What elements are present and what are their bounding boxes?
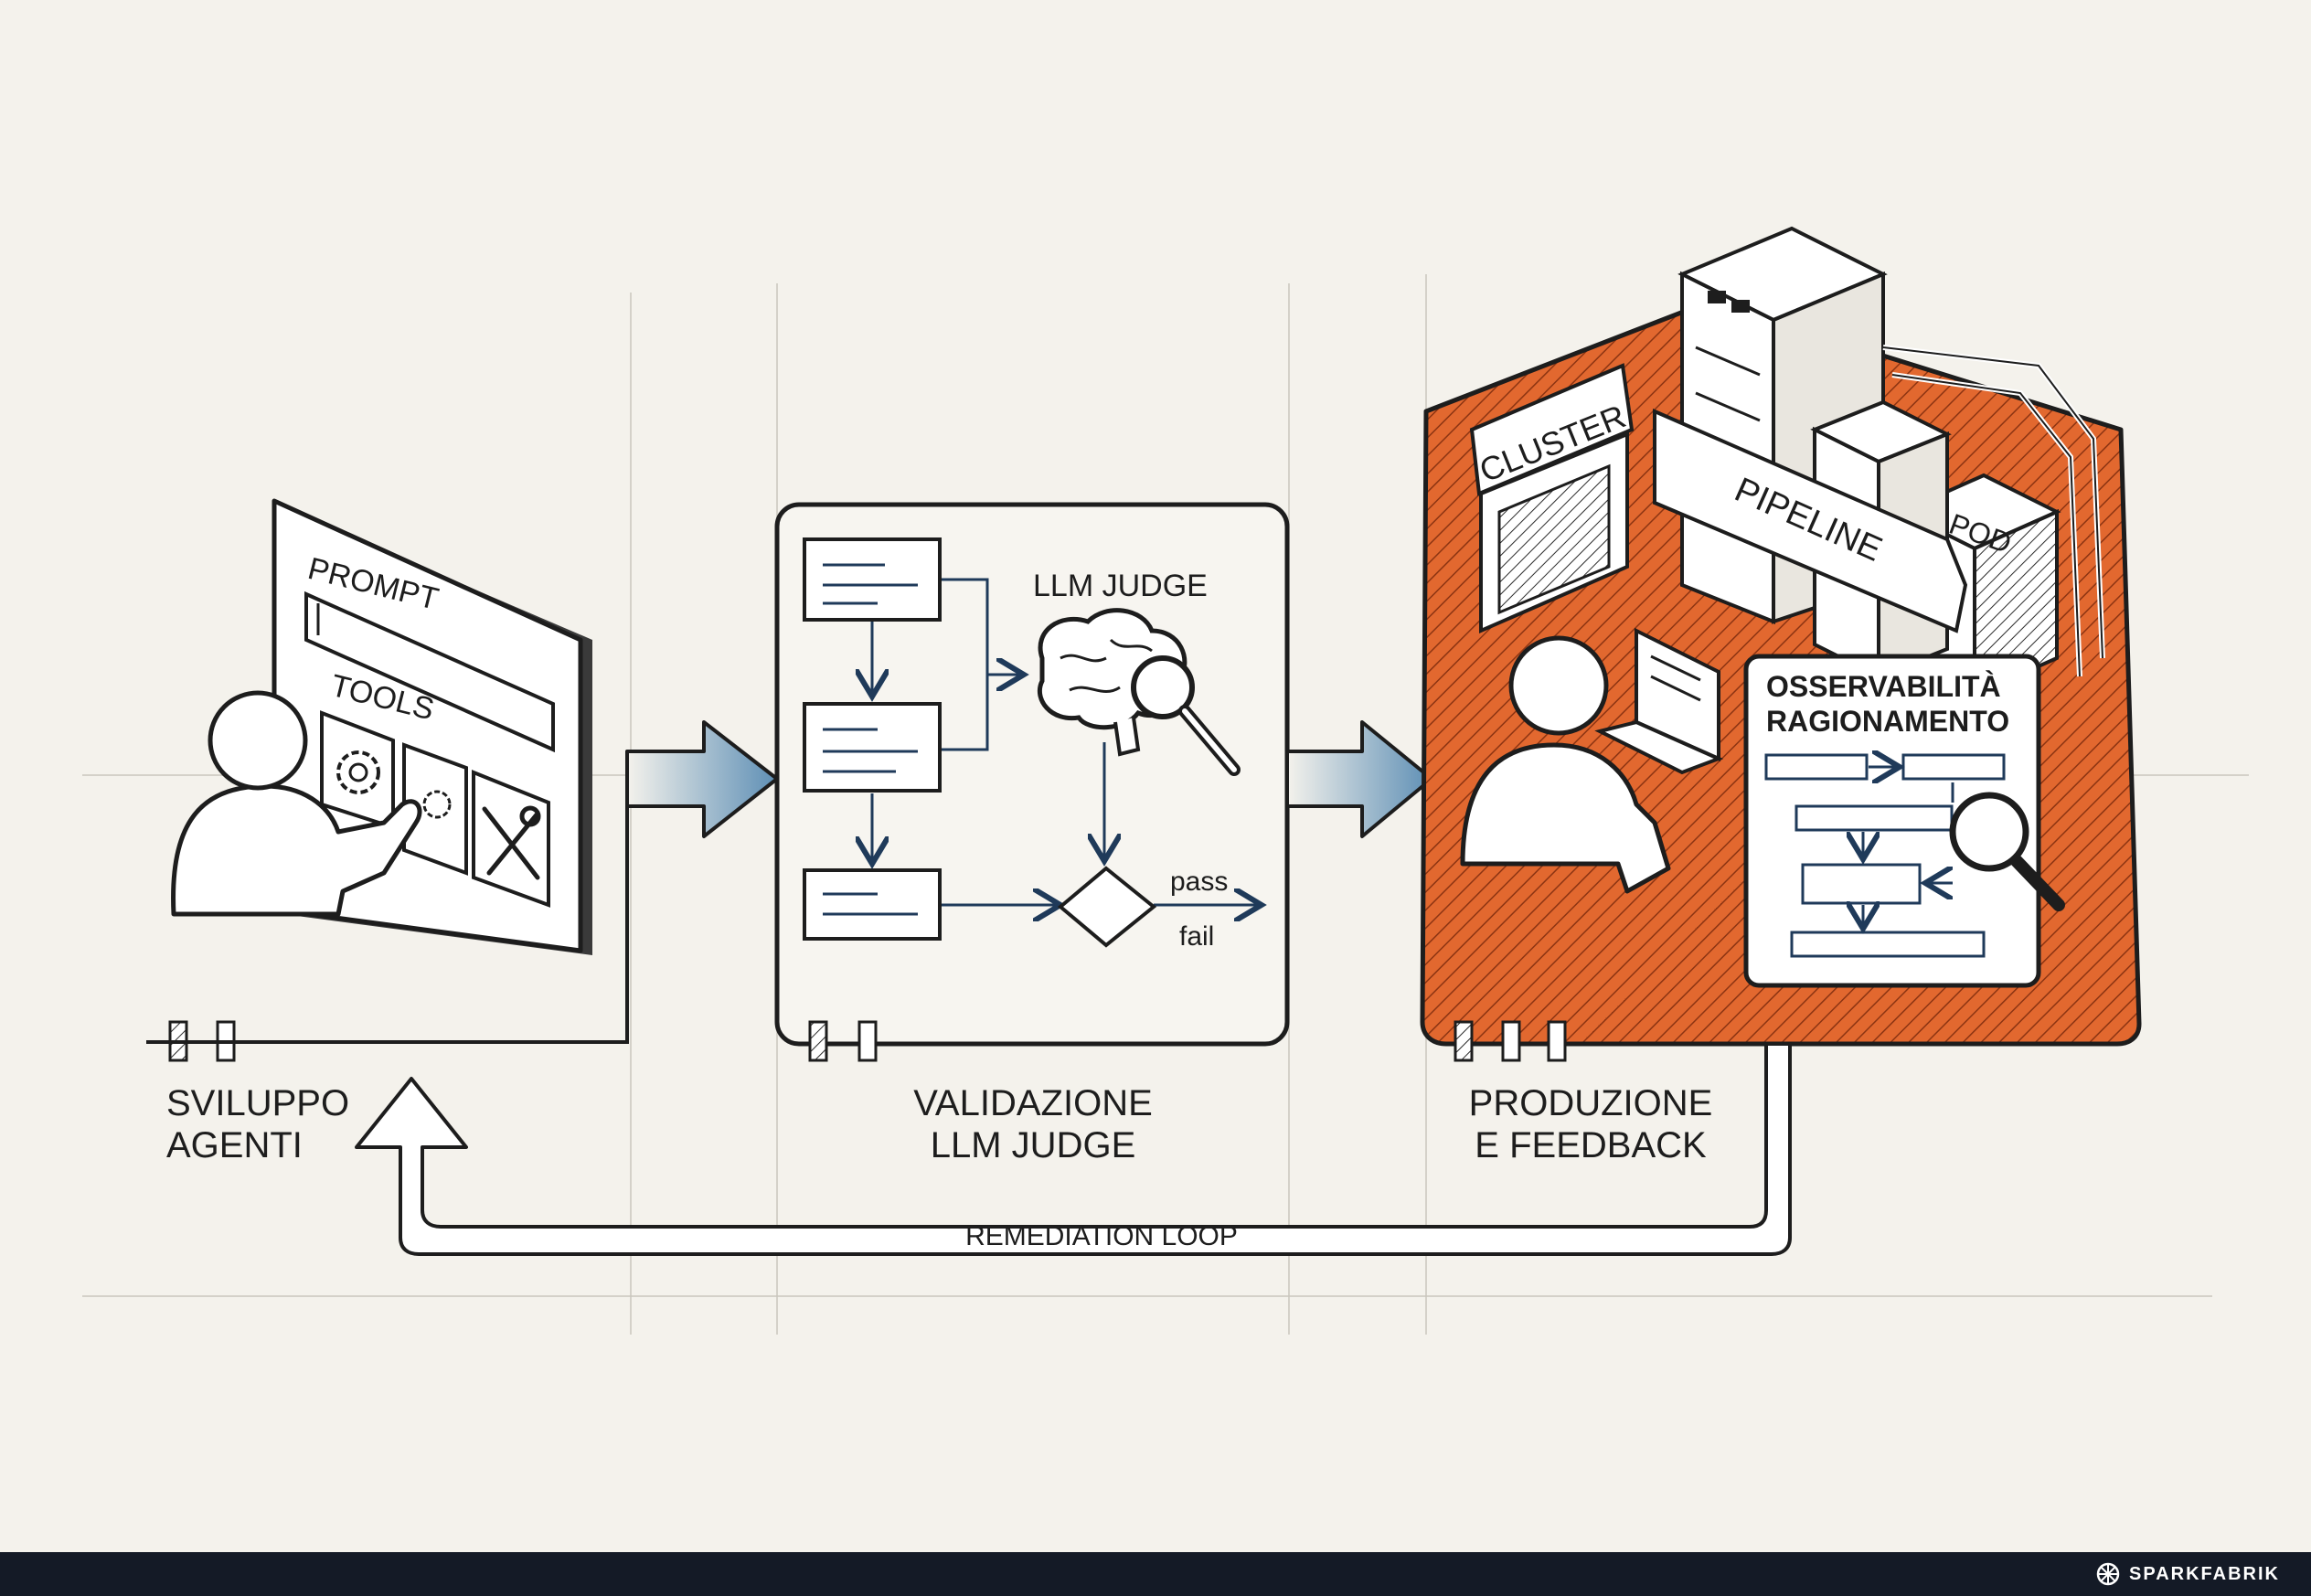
production-stage-title-line1: PRODUZIONE <box>1469 1083 1713 1123</box>
pass-label: pass <box>1170 867 1228 897</box>
sparkfabrik-logo-icon <box>2096 1562 2120 1586</box>
observability-card: OSSERVABILITÀ RAGIONAMENTO <box>1743 654 2065 988</box>
llm-judge-label: LLM JUDGE <box>1033 569 1208 603</box>
production-stage-title-line2: E FEEDBACK <box>1475 1125 1707 1165</box>
validation-stage-title-line2: LLM JUDGE <box>931 1125 1136 1165</box>
fail-label: fail <box>1179 921 1214 952</box>
magnifier-icon <box>1131 655 1241 776</box>
production-stage-markers <box>1454 1020 1567 1062</box>
laptop-icon <box>1594 627 1724 775</box>
observability-magnifier-icon <box>1949 792 2065 911</box>
gears-icon <box>422 790 452 819</box>
observability-title-line1: OSSERVABILITÀ <box>1766 670 2001 703</box>
flow-arrow-2 <box>1285 720 1433 838</box>
brand: SPARKFABRIK <box>2096 1561 2280 1587</box>
prompt-input[interactable] <box>304 591 555 753</box>
wrench-tool-tile[interactable] <box>472 770 550 908</box>
decision-diamond <box>1057 866 1157 948</box>
gear-icon <box>336 750 380 794</box>
brand-name: SPARKFABRIK <box>2129 1563 2280 1584</box>
dev-stage-title-line2: AGENTI <box>166 1125 303 1165</box>
doc-box-3 <box>803 868 942 941</box>
validation-flow-lines <box>872 578 1262 905</box>
doc-box-2 <box>803 702 942 793</box>
doc-box-1 <box>803 537 942 622</box>
dev-panel: PROMPT TOOLS <box>166 498 592 1165</box>
dev-stage-title-line1: SVILUPPO <box>166 1083 349 1123</box>
production-panel: POD CLUSTER PIPELINE <box>1420 226 2142 1165</box>
observability-title-line2: RAGIONAMENTO <box>1766 705 2009 738</box>
validation-stage-title-line1: VALIDAZIONE <box>913 1083 1153 1123</box>
wrench-screwdriver-icon <box>482 805 541 880</box>
validation-stage-markers <box>808 1020 878 1062</box>
cluster-sign: CLUSTER <box>1469 363 1635 634</box>
remediation-loop-arrow <box>355 1042 1792 1256</box>
developer-figure <box>171 690 422 917</box>
validation-panel: LLM JUDGE pass fail VALIDAZIONE LLM JUDG… <box>774 502 1290 1165</box>
footer-bar: SPARKFABRIK <box>0 1552 2311 1596</box>
flow-arrow-1 <box>625 720 779 838</box>
remediation-loop-label: REMEDIATION LOOP <box>965 1221 1238 1251</box>
operator-figure <box>1460 635 1671 894</box>
